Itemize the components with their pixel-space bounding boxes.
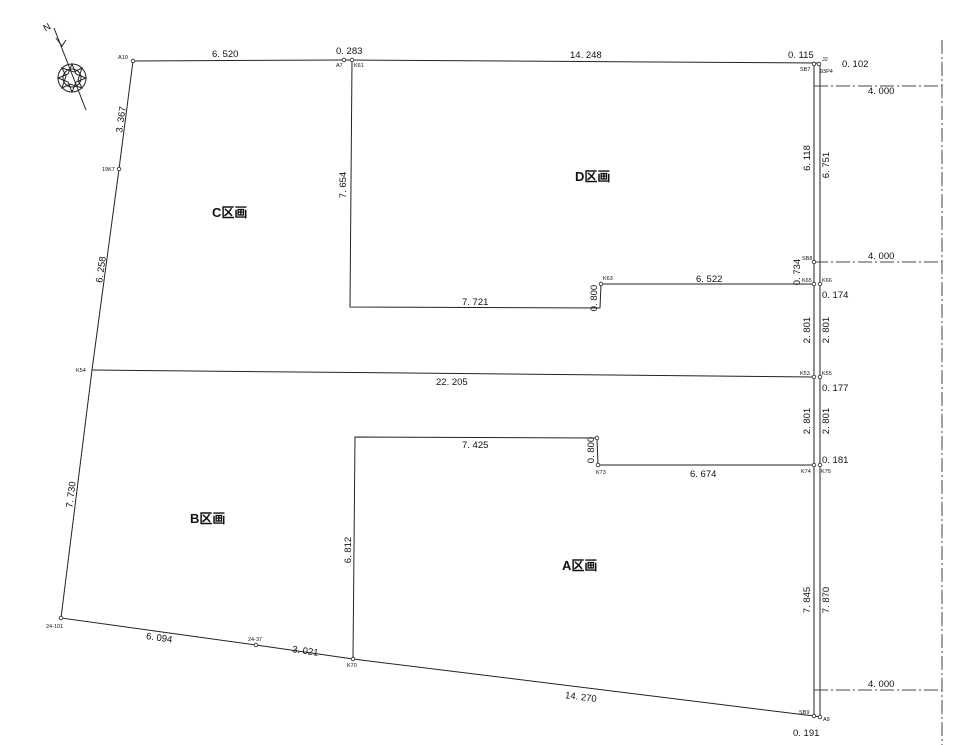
parcel-label-d: D区画 — [575, 169, 610, 184]
dimension: 6. 520 — [212, 49, 238, 60]
point-label: SB8 — [802, 256, 812, 262]
survey-points — [58, 57, 823, 720]
dimension: 2. 801 — [821, 408, 832, 434]
dimension: 7. 425 — [462, 440, 488, 451]
point-label: K65 — [802, 278, 812, 284]
point-label: SB9 — [799, 710, 809, 716]
dimension: 6. 751 — [821, 152, 832, 178]
point-label: K66 — [822, 278, 832, 284]
point-label: K74 — [801, 469, 811, 475]
parcel-label-c: C区画 — [212, 205, 247, 220]
dimension: 7. 654 — [338, 172, 349, 198]
parcel-d-boundary — [349, 59, 814, 309]
dimension: 0. 181 — [822, 455, 848, 466]
dimension: 22. 205 — [436, 377, 468, 388]
dimension: 4. 000 — [868, 679, 894, 690]
dimension: 3. 367 — [114, 106, 129, 134]
dimension: 6. 118 — [802, 145, 813, 171]
parcel-label-b: B区画 — [190, 511, 225, 526]
point-label: K75 — [821, 469, 831, 475]
dimension: 6. 674 — [690, 469, 716, 480]
point-label: 93P4 — [820, 69, 833, 75]
dimension: 14. 248 — [570, 50, 602, 61]
dimension: 4. 000 — [868, 86, 894, 97]
dimension: 6. 094 — [145, 631, 173, 646]
point-label: K53 — [800, 371, 810, 377]
point-label: SB7 — [800, 67, 810, 73]
dimension: 2. 801 — [802, 317, 813, 343]
dimension: 2. 801 — [821, 317, 832, 343]
dimension: 2. 801 — [802, 408, 813, 434]
dimension: 6. 258 — [94, 256, 109, 284]
dimension: 0. 800 — [589, 285, 600, 311]
dimension: 7. 845 — [802, 587, 813, 613]
point-label: A7 — [336, 63, 343, 69]
dimension: 0. 800 — [586, 437, 597, 463]
svg-text:N: N — [42, 21, 54, 34]
dimension: 4. 000 — [868, 251, 894, 262]
point-label: K70 — [347, 663, 357, 669]
dimension: 0. 174 — [822, 290, 848, 301]
outer-boundary — [132, 59, 819, 64]
dimension: 7. 721 — [462, 297, 488, 308]
north-arrow-icon: N — [42, 21, 88, 111]
dimension: 0. 177 — [822, 383, 848, 394]
dimension: 7. 870 — [821, 587, 832, 613]
point-label: 24-37 — [248, 637, 262, 643]
parcel-label-a: A区画 — [562, 558, 597, 573]
point-label: 19K7 — [102, 167, 115, 173]
point-label: K61 — [354, 63, 364, 69]
dimension: 6. 522 — [696, 274, 722, 285]
point-label: K54 — [76, 368, 86, 374]
point-label: A9 — [823, 717, 830, 723]
dimension: 3. 021 — [291, 644, 319, 659]
point-label: K55 — [822, 371, 832, 377]
parcel-a-boundary — [352, 436, 814, 660]
dimension: 0. 734 — [792, 259, 803, 285]
dimension: 0. 115 — [788, 50, 814, 61]
dimension: 6. 812 — [343, 537, 354, 563]
dimension: 0. 191 — [793, 728, 819, 739]
point-label: A10 — [118, 55, 128, 61]
point-label: K63 — [603, 276, 613, 282]
mid-boundary — [91, 369, 815, 378]
point-label: J2 — [822, 57, 828, 63]
dimension: 14. 270 — [564, 690, 597, 705]
point-label: 24-101 — [46, 624, 63, 630]
dimension: 0. 102 — [842, 59, 868, 70]
dimension: 7. 730 — [64, 481, 78, 509]
point-label: K73 — [596, 470, 606, 476]
dimension: 0. 283 — [336, 46, 362, 57]
